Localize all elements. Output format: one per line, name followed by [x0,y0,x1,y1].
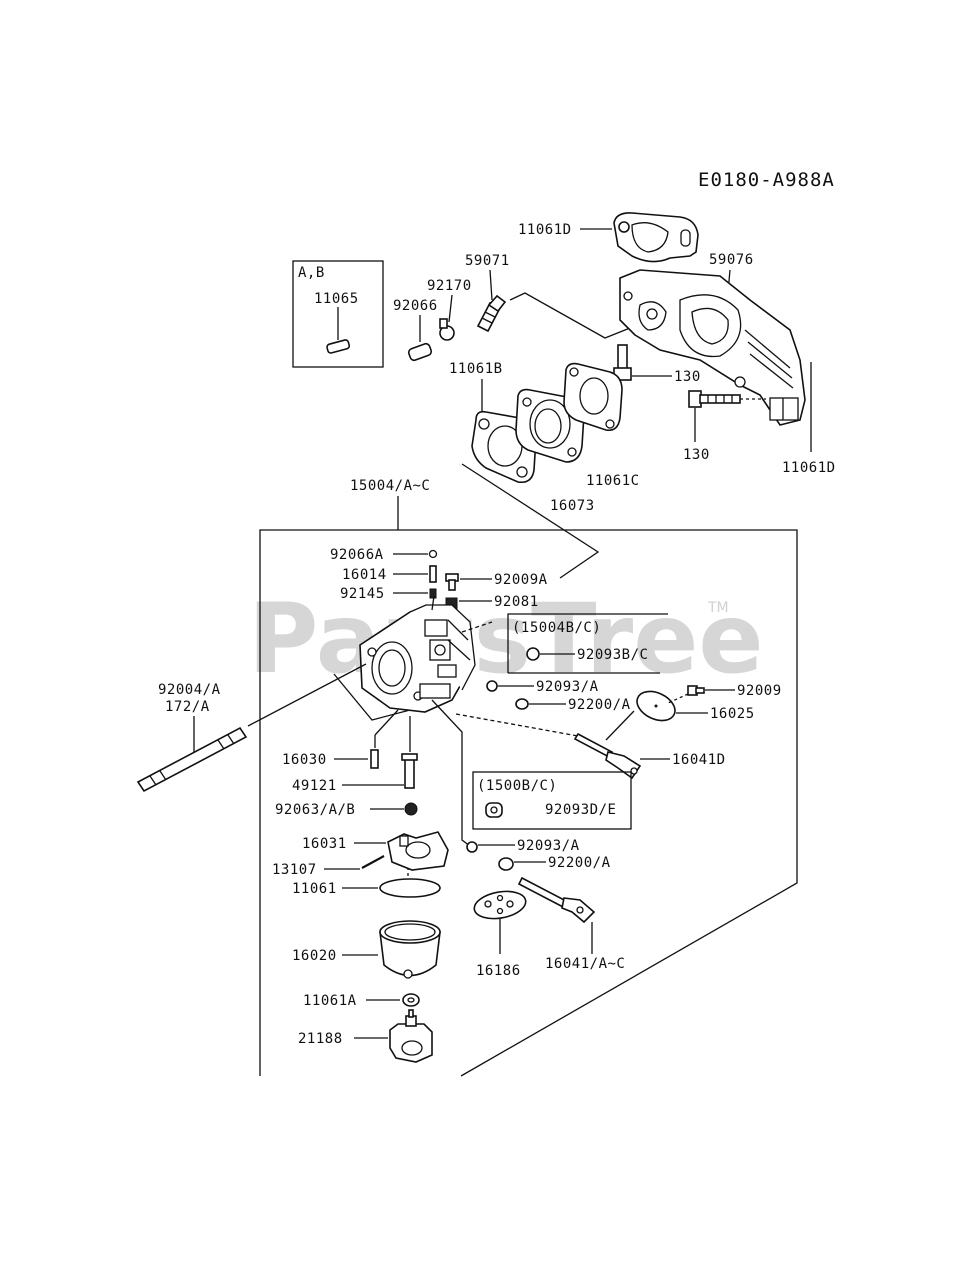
kit-box-header: A,B [298,265,325,281]
label-11061a: 11061A [303,993,357,1009]
label-92093a-lower: 92093/A [517,838,580,854]
oring-92066a-icon [428,549,438,559]
label-11061d-right: 11061D [782,460,836,476]
carburetor-assembly-box [259,529,798,1077]
label-92004: 92004/A [158,682,221,698]
cap-92066-icon [407,342,433,362]
gasket-11061d-top-icon [613,212,699,263]
washer-92200a-upper-icon [515,698,529,710]
fitting-59071-icon [476,294,507,333]
label-16031: 16031 [302,836,347,852]
sub-box-2 [472,771,632,830]
label-59071: 59071 [465,253,510,269]
label-16186: 16186 [476,963,521,979]
carburetor-body-icon [359,604,476,713]
bolt-130b-icon [688,390,741,408]
needle-16030-icon [370,749,379,769]
label-13107: 13107 [272,862,317,878]
screw-16014-icon [429,565,437,583]
solenoid-21188-icon [389,1009,433,1063]
label-16041ac: 16041/A~C [545,956,625,972]
float-bowl-16020-icon [379,920,441,979]
gasket-11061-icon [379,878,441,898]
kit-box [292,260,384,368]
gasket-11061c-icon [563,362,623,432]
oring-92093de-icon [485,802,503,818]
kit-box-part: 11065 [314,291,359,307]
label-11061c: 11061C [586,473,640,489]
label-11061b: 11061B [449,361,503,377]
clamp-92170-icon [439,318,455,341]
label-11061: 11061 [292,881,337,897]
diagram-code: E0180-A988A [698,169,835,191]
label-16014: 16014 [342,567,387,583]
watermark-trademark: TM [707,600,729,616]
float-16031-icon [387,831,449,871]
choke-shaft-16041ac-icon [517,876,596,924]
label-92009: 92009 [737,683,782,699]
screw-92009a-icon [445,573,459,591]
label-92145: 92145 [340,586,385,602]
label-172a: 172/A [165,699,210,715]
label-16041d: 16041D [672,752,726,768]
oring-92063-icon [404,802,418,816]
sub-box-2-header: (1500B/C) [477,778,557,794]
oring-92093a-lower-icon [466,841,478,853]
label-92066: 92066 [393,298,438,314]
label-92200a-lower: 92200/A [548,855,611,871]
label-49121: 49121 [292,778,337,794]
oring-92093a-upper-icon [486,680,498,692]
label-92093a-upper: 92093/A [536,679,599,695]
label-16073: 16073 [550,498,595,514]
label-130b: 130 [683,447,710,463]
label-11061d-top: 11061D [518,222,572,238]
sub-box-2-part: 92093D/E [545,802,616,818]
screw-92009-icon [687,685,705,696]
spring-92145-icon [429,588,437,599]
watermark-text: PartsTree [248,583,763,695]
label-130a: 130 [674,369,701,385]
label-92200a-upper: 92200/A [568,697,631,713]
pin-13107-icon [361,855,385,869]
label-16020: 16020 [292,948,337,964]
manifold-59076-icon [619,269,806,426]
label-15004: 15004/A~C [350,478,430,494]
label-16030: 16030 [282,752,327,768]
label-92081: 92081 [494,594,539,610]
choke-plate-16186-icon [473,890,527,920]
label-92170: 92170 [427,278,472,294]
label-92009a: 92009A [494,572,548,588]
jet-49121-icon [401,753,418,789]
washer-92200a-lower-icon [498,857,514,871]
sub-box-1-header: (15004B/C) [512,620,601,636]
label-21188: 21188 [298,1031,343,1047]
sub-box-1-part: 92093B/C [577,647,648,663]
label-92066a: 92066A [330,547,384,563]
stud-92004-icon [136,726,248,793]
label-16025: 16025 [710,706,755,722]
oring-92093bc-icon [526,647,540,661]
pin-11065-icon [326,339,351,354]
label-59076: 59076 [709,252,754,268]
label-92063: 92063/A/B [275,802,355,818]
